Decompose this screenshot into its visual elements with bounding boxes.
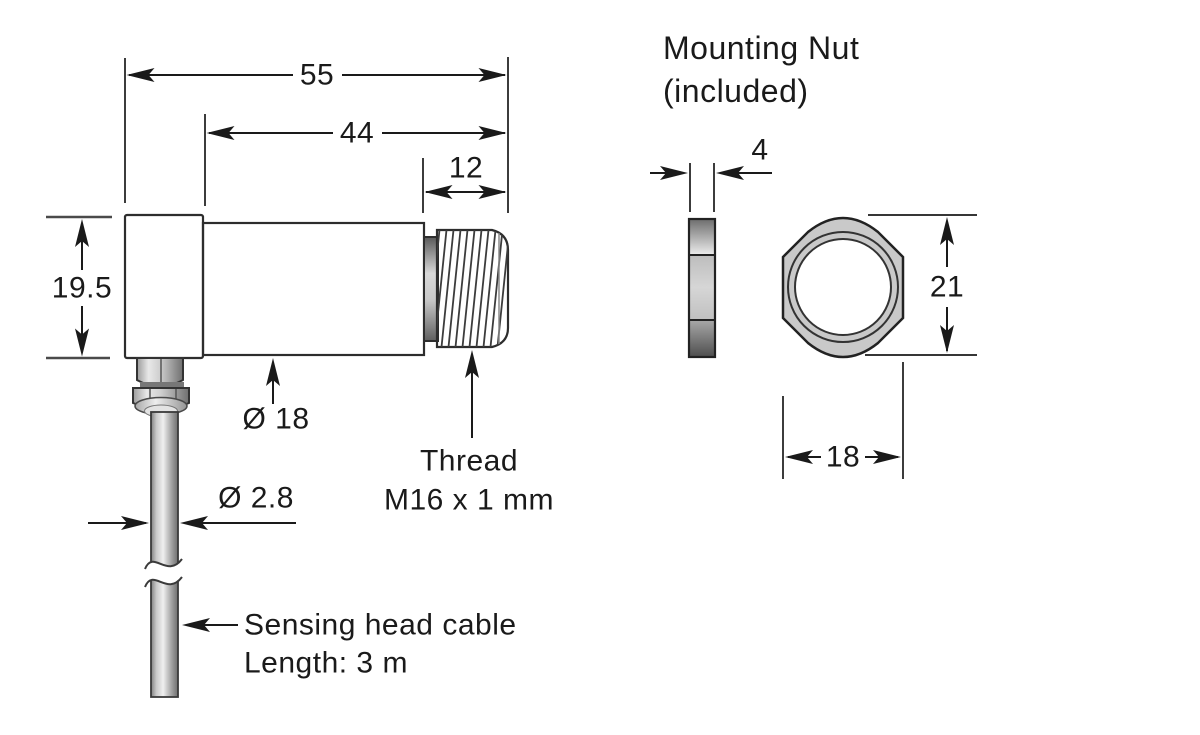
- callout-thread: Thread M16 x 1 mm: [384, 350, 554, 517]
- sensor-main-body: [201, 221, 426, 357]
- sensing-head-cable: [150, 411, 179, 698]
- cable-label-line2: Length: 3 m: [244, 647, 408, 680]
- dim-21: 21: [865, 214, 977, 356]
- callout-cable: Sensing head cable Length: 3 m: [182, 609, 517, 680]
- callout-body-diameter: Ø 18: [242, 358, 309, 436]
- dim-4-value: 4: [751, 134, 768, 167]
- dim-12-value: 12: [449, 152, 483, 185]
- dim-44-value: 44: [340, 117, 374, 150]
- nut-side-outline: [687, 217, 717, 359]
- thread-label-line2: M16 x 1 mm: [384, 484, 554, 517]
- dim-55-value: 55: [300, 59, 334, 92]
- sensor-dimensions: 55 44 12 19.5: [46, 57, 554, 680]
- dim-body-diameter-value: Ø 18: [242, 403, 309, 436]
- dim-12: 12: [424, 152, 507, 199]
- cable-gland: [132, 357, 190, 418]
- dim-18: 18: [782, 362, 904, 479]
- cable-label-line1: Sensing head cable: [244, 609, 517, 642]
- mounting-nut-title-line2: (included): [663, 73, 809, 109]
- nut-front-view: [781, 216, 905, 359]
- dim-19-5-value: 19.5: [52, 272, 112, 305]
- dim-55: 55: [126, 59, 507, 92]
- nut-side-mid-facet: [689, 255, 715, 320]
- nut-side-bottom-facet: [689, 320, 715, 357]
- mounting-nut-views: Mounting Nut (included) 4: [650, 30, 977, 479]
- sensor-rear-cap: [123, 213, 205, 360]
- dim-4: 4: [650, 134, 772, 212]
- cable-break-symbol: [144, 558, 183, 588]
- mounting-nut-title-line1: Mounting Nut: [663, 30, 859, 66]
- dim-21-value: 21: [930, 271, 964, 304]
- dim-44: 44: [206, 117, 507, 150]
- dim-19-5: 19.5: [46, 215, 112, 360]
- gland-step: [140, 382, 184, 389]
- nut-side-view: [687, 217, 717, 359]
- dim-cable-diameter: Ø 2.8: [88, 482, 296, 530]
- dim-18-value: 18: [826, 441, 860, 474]
- nut-thread-minor-circle: [794, 238, 892, 336]
- nut-thread-major-circle: [787, 231, 899, 343]
- dim-cable-diameter-value: Ø 2.8: [218, 482, 294, 515]
- nut-side-top-facet: [689, 219, 715, 255]
- thread-label-line1: Thread: [420, 445, 518, 478]
- sensor-thread: [435, 228, 510, 349]
- sensor-side-view: [123, 213, 510, 698]
